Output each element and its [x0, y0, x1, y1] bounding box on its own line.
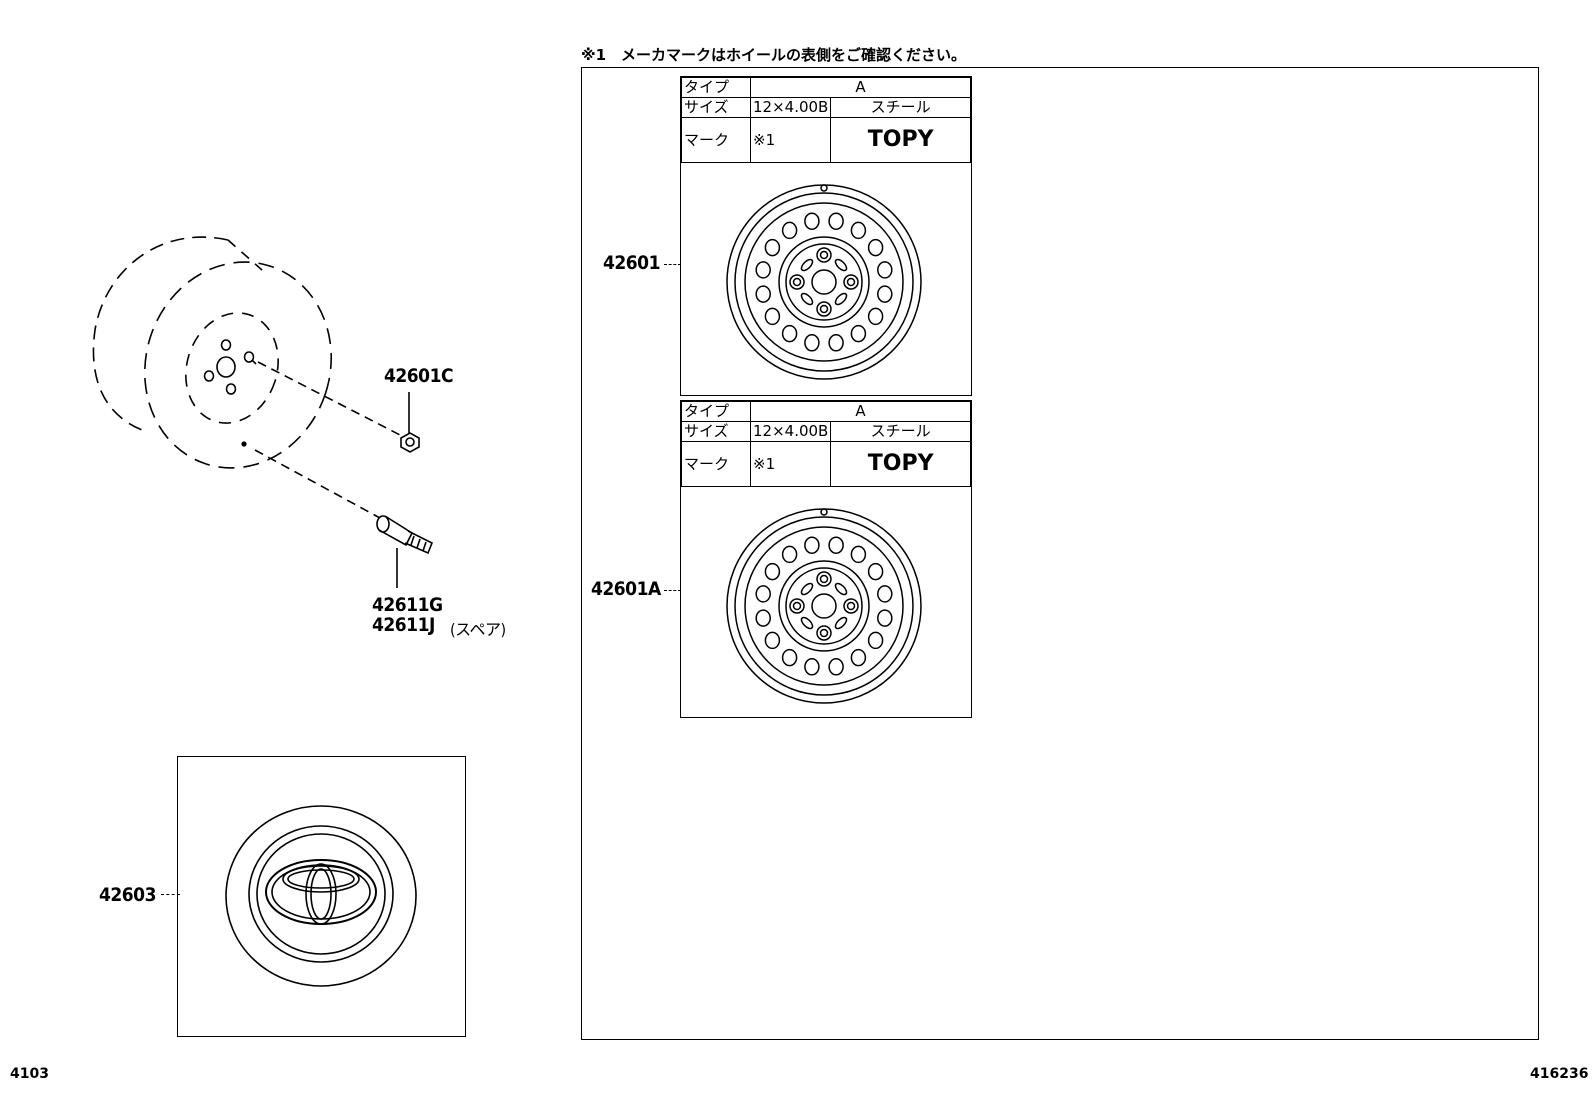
lug-nut-icon — [816, 247, 832, 263]
wheel-assembly-drawing — [92, 236, 434, 588]
vent-hole-icon — [850, 324, 867, 343]
vent-hole-icon — [828, 536, 844, 554]
toyota-emblem-icon — [265, 859, 377, 925]
vent-hole-icon — [781, 221, 798, 240]
vent-hole-icon — [755, 261, 771, 279]
lug-nut-center-icon — [792, 277, 802, 287]
spec-table-2: タイプ A サイズ 12×4.00B スチール マーク ※1 TOPY — [680, 400, 972, 718]
spec-table-1: タイプ A サイズ 12×4.00B スチール マーク ※1 TOPY — [680, 76, 972, 396]
footer-left-code: 4103 — [10, 1066, 49, 1082]
lug-nut-center-icon — [819, 628, 829, 638]
type-label: タイプ — [681, 401, 751, 422]
hub-slot-icon — [834, 616, 848, 630]
size-label: サイズ — [681, 421, 751, 442]
vent-hole-icon — [877, 261, 893, 279]
mark-label: マーク — [681, 117, 751, 163]
lug-nut-center-icon — [846, 277, 856, 287]
mark-label: マーク — [681, 441, 751, 487]
lug-nut-icon — [816, 301, 832, 317]
vent-hole-icon — [781, 545, 798, 564]
hub-slot-icon — [800, 292, 814, 306]
vent-hole-icon — [804, 212, 820, 230]
hub-cap-drawing — [225, 805, 417, 987]
part-42611G-label: 42611G — [372, 594, 443, 616]
steel-wheel-icon — [726, 508, 922, 704]
steel-wheel-icon — [726, 184, 922, 380]
hub-slot-icon — [800, 258, 814, 272]
hub-slot-icon — [834, 582, 848, 596]
part-42601A-label: 42601A — [591, 578, 661, 600]
lug-nut-icon — [816, 571, 832, 587]
vent-hole-icon — [755, 285, 771, 303]
part-42601-leader — [664, 264, 681, 265]
part-42601A-leader — [664, 590, 681, 591]
part-42601C-label: 42601C — [384, 365, 454, 387]
lug-nut-icon — [789, 598, 805, 614]
hub-slot-icon — [834, 292, 848, 306]
vent-hole-icon — [764, 631, 781, 650]
size-value: 12×4.00B — [749, 97, 832, 118]
mark-ref: ※1 — [749, 117, 832, 163]
maker-mark-note: ※1 メーカマークはホイールの表側をご確認ください。 — [581, 46, 967, 64]
vent-hole-icon — [755, 609, 771, 627]
size-label: サイズ — [681, 97, 751, 118]
vent-hole-icon — [867, 307, 884, 326]
vent-hole-icon — [850, 221, 867, 240]
vent-hole-icon — [877, 285, 893, 303]
material-value: スチール — [830, 421, 971, 442]
part-42601-label: 42601 — [603, 252, 660, 274]
vent-hole-icon — [850, 648, 867, 667]
lug-nut-icon — [789, 274, 805, 290]
part-42611J-note: (スペア) — [450, 620, 506, 639]
vent-hole-icon — [828, 212, 844, 230]
part-42603-label: 42603 — [99, 884, 156, 906]
footer-right-code: 416236 — [1530, 1066, 1589, 1082]
type-value: A — [750, 401, 971, 422]
vent-hole-icon — [764, 307, 781, 326]
valve-stem-icon — [376, 515, 434, 588]
wheel-nut-icon — [400, 392, 420, 453]
vent-hole-icon — [850, 545, 867, 564]
lug-nut-icon — [843, 274, 859, 290]
vent-hole-icon — [781, 648, 798, 667]
vent-hole-icon — [764, 562, 781, 581]
wheel-frame — [581, 67, 1539, 1040]
vent-hole-icon — [804, 536, 820, 554]
vent-hole-icon — [804, 658, 820, 676]
size-value: 12×4.00B — [749, 421, 832, 442]
vent-hole-icon — [804, 334, 820, 352]
lug-nut-center-icon — [819, 250, 829, 260]
vent-hole-icon — [755, 585, 771, 603]
type-label: タイプ — [681, 77, 751, 98]
lug-nut-icon — [843, 598, 859, 614]
vent-hole-icon — [877, 609, 893, 627]
part-42603-leader — [161, 894, 180, 895]
lug-nut-center-icon — [792, 601, 802, 611]
hub-slot-icon — [800, 616, 814, 630]
material-value: スチール — [830, 97, 971, 118]
type-value: A — [750, 77, 971, 98]
mark-ref: ※1 — [749, 441, 832, 487]
vent-hole-icon — [877, 585, 893, 603]
lug-nut-icon — [816, 625, 832, 641]
vent-hole-icon — [828, 334, 844, 352]
vent-hole-icon — [828, 658, 844, 676]
lug-nut-center-icon — [846, 601, 856, 611]
vent-hole-icon — [764, 238, 781, 257]
part-42611J-label: 42611J — [372, 614, 435, 636]
mark-value: TOPY — [830, 441, 971, 487]
lug-nut-center-icon — [819, 574, 829, 584]
hub-cap-box — [177, 756, 466, 1037]
mark-value: TOPY — [830, 117, 971, 163]
vent-hole-icon — [867, 562, 884, 581]
vent-hole-icon — [781, 324, 798, 343]
lug-nut-center-icon — [819, 304, 829, 314]
hub-slot-icon — [800, 582, 814, 596]
vent-hole-icon — [867, 238, 884, 257]
vent-hole-icon — [867, 631, 884, 650]
hub-slot-icon — [834, 258, 848, 272]
